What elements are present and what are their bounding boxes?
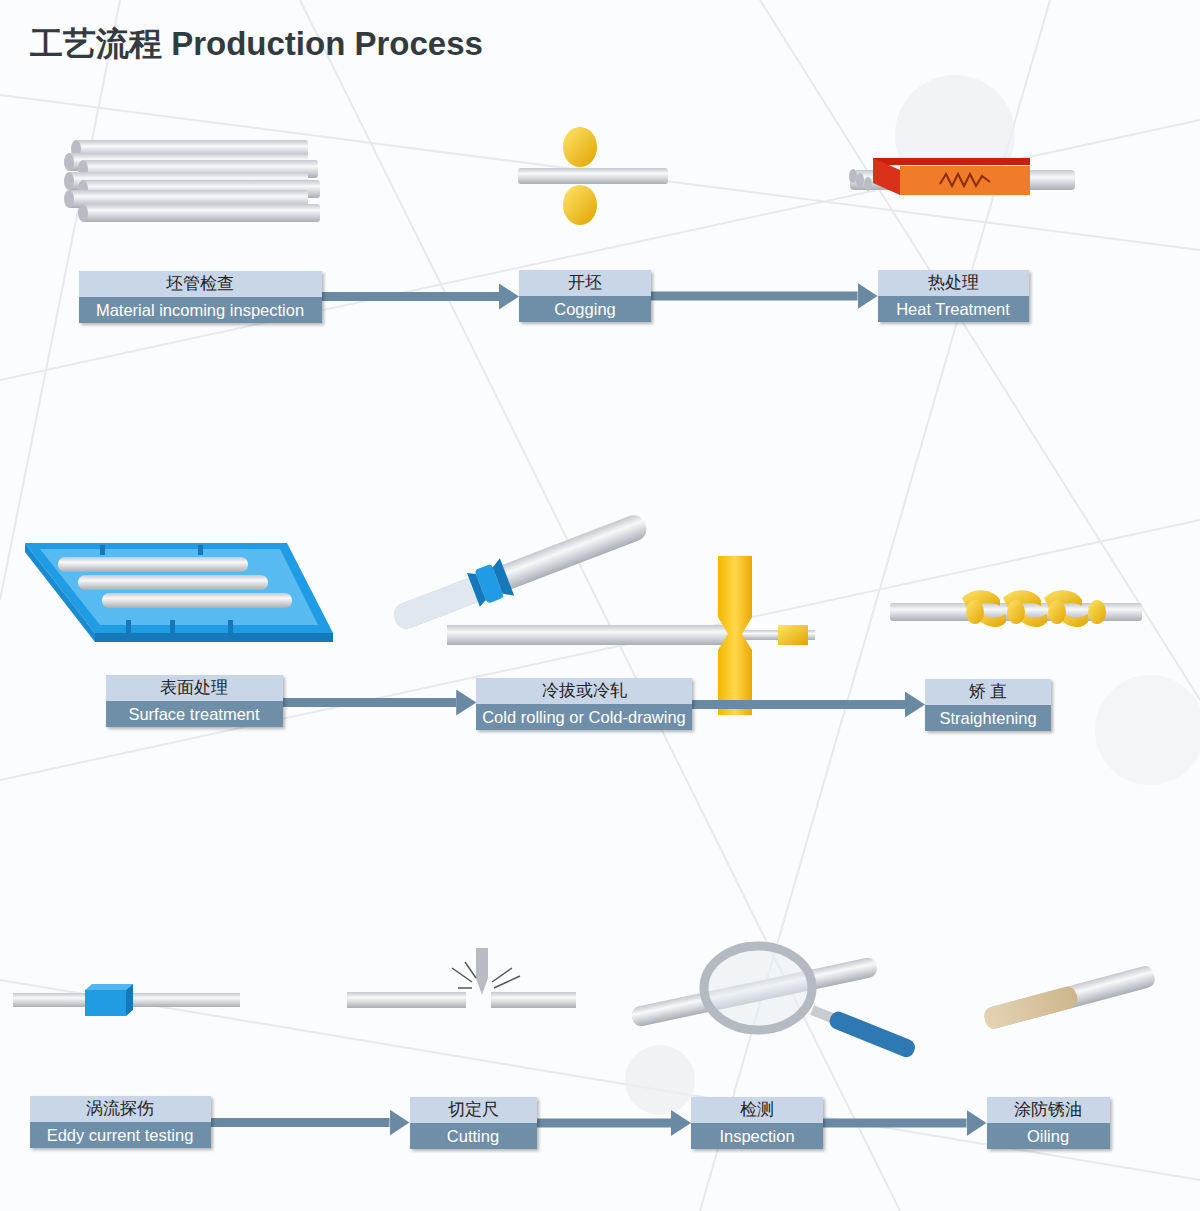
step-name-en: Straightening bbox=[925, 705, 1051, 731]
step-name-en: Heat Treatment bbox=[878, 296, 1029, 322]
flow-arrow bbox=[692, 700, 905, 709]
flow-arrow bbox=[537, 1119, 672, 1128]
step-name-zh: 坯管检查 bbox=[79, 271, 322, 297]
flow-arrow bbox=[283, 698, 457, 707]
step-name-en: Oiling bbox=[987, 1123, 1110, 1149]
step-name-zh: 表面处理 bbox=[106, 675, 283, 701]
step-label: 冷拔或冷轧Cold rolling or Cold-drawing bbox=[476, 678, 692, 730]
step-label: 切定尺Cutting bbox=[410, 1097, 537, 1149]
step-name-zh: 检测 bbox=[691, 1097, 823, 1123]
treatment-tank bbox=[25, 543, 333, 642]
step-name-en: Eddy current testing bbox=[30, 1122, 211, 1148]
step-label: 矫 直Straightening bbox=[925, 679, 1051, 731]
step-name-en: Cutting bbox=[410, 1123, 537, 1149]
flow-arrow bbox=[211, 1118, 390, 1127]
cutter bbox=[347, 948, 576, 1008]
step-name-zh: 涡流探伤 bbox=[30, 1096, 211, 1122]
step-name-en: Surface treatment bbox=[106, 701, 283, 727]
eddy-current-probe bbox=[13, 984, 240, 1016]
flow-arrow bbox=[823, 1119, 967, 1128]
step-name-zh: 切定尺 bbox=[410, 1097, 537, 1123]
step-name-zh: 热处理 bbox=[878, 270, 1029, 296]
step-name-en: Material incoming inspection bbox=[79, 297, 322, 323]
furnace bbox=[849, 158, 1075, 195]
pipe-stack bbox=[64, 140, 320, 222]
magnifier bbox=[630, 946, 917, 1060]
step-name-en: Cogging bbox=[519, 296, 651, 322]
step-name-zh: 涂防锈油 bbox=[987, 1097, 1110, 1123]
page-title: 工艺流程 Production Process bbox=[30, 22, 483, 67]
step-name-en: Cold rolling or Cold-drawing bbox=[476, 704, 692, 730]
step-label: 涂防锈油Oiling bbox=[987, 1097, 1110, 1149]
step-label: 热处理Heat Treatment bbox=[878, 270, 1029, 322]
step-name-zh: 矫 直 bbox=[925, 679, 1051, 705]
step-label: 开坯Cogging bbox=[519, 270, 651, 322]
cold-drawing bbox=[388, 505, 815, 715]
step-name-zh: 冷拔或冷轧 bbox=[476, 678, 692, 704]
step-name-zh: 开坯 bbox=[519, 270, 651, 296]
flow-arrow bbox=[322, 292, 500, 301]
step-label: 涡流探伤Eddy current testing bbox=[30, 1096, 211, 1148]
step-name-en: Inspection bbox=[691, 1123, 823, 1149]
oiled-pipe bbox=[982, 964, 1157, 1031]
step-label: 坯管检查Material incoming inspection bbox=[79, 271, 322, 323]
flow-arrow bbox=[651, 292, 858, 301]
cogging-rolls bbox=[518, 127, 668, 225]
step-label: 表面处理Surface treatment bbox=[106, 675, 283, 727]
step-label: 检测Inspection bbox=[691, 1097, 823, 1149]
straightening-rolls bbox=[890, 590, 1142, 627]
